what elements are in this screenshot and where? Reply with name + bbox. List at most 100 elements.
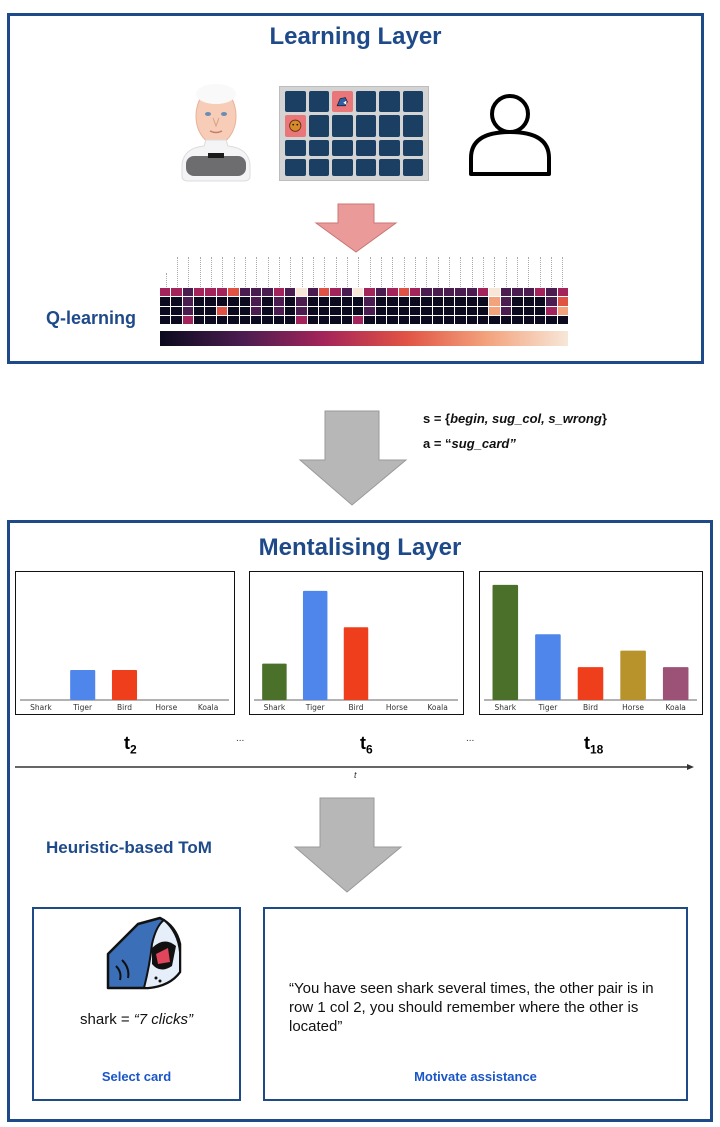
board-card-hidden[interactable]: [308, 91, 329, 113]
board-card-tiger-icon[interactable]: [285, 115, 306, 137]
heatmap-cell: [432, 297, 444, 306]
action-suffix: ”: [509, 436, 516, 451]
board-card-hidden[interactable]: [402, 91, 423, 113]
heatmap-column-header: [460, 257, 462, 287]
heatmap-column-header: [301, 257, 303, 287]
heatmap-cell: [478, 306, 489, 315]
action-prefix: a = “: [423, 436, 452, 451]
heatmap-cell: [262, 306, 273, 315]
heatmap-cell: [160, 315, 171, 324]
heatmap-cell: [523, 297, 534, 306]
heatmap-cell: [557, 297, 568, 306]
timeline-t: t: [124, 733, 130, 753]
state-text: s = {begin, sug_col, s_wrong}: [423, 411, 607, 426]
board-card-hidden[interactable]: [402, 115, 423, 137]
heatmap-cell: [182, 297, 194, 306]
bar-horse: [620, 650, 646, 700]
bar-bird: [111, 670, 138, 700]
heatmap-cell: [444, 306, 455, 315]
heatmap-cell: [478, 288, 489, 297]
heatmap-column-header: [494, 257, 496, 287]
board-card-hidden[interactable]: [355, 139, 376, 157]
heatmap-cell: [489, 288, 500, 297]
heatmap-cell: [432, 306, 444, 315]
board-card-hidden[interactable]: [308, 115, 329, 137]
select-card-panel: shark = “7 clicks” Select card: [32, 907, 241, 1101]
heatmap-cell: [398, 288, 409, 297]
heatmap-cell: [489, 306, 500, 315]
heatmap-cell: [330, 288, 341, 297]
heatmap-column-header: [426, 257, 428, 287]
heatmap-column-header: [403, 257, 405, 287]
heatmap-cell: [273, 315, 284, 324]
board-card-hidden[interactable]: [308, 159, 329, 176]
heatmap-column-header: [335, 257, 337, 287]
board-card-hidden[interactable]: [355, 159, 376, 176]
heatmap-cell: [546, 297, 557, 306]
heatmap-cell: [409, 288, 421, 297]
board-card-hidden[interactable]: [379, 159, 400, 176]
timeline-sub: 18: [590, 742, 604, 757]
heatmap-cell: [375, 288, 387, 297]
board-card-hidden[interactable]: [285, 91, 306, 113]
heatmap-column-headers: [160, 251, 568, 287]
heatmap-column-header: [516, 257, 518, 287]
board-card-hidden[interactable]: [402, 139, 423, 157]
heatmap-column-header: [528, 257, 530, 287]
board-card-hidden[interactable]: [332, 159, 353, 176]
board-card-hidden[interactable]: [285, 139, 306, 157]
heatmap-cell: [194, 297, 205, 306]
heatmap-cell: [250, 288, 262, 297]
heatmap-cell: [353, 315, 364, 324]
heatmap-cell: [500, 315, 512, 324]
board-card-hidden[interactable]: [402, 159, 423, 176]
heatmap-cell: [489, 315, 500, 324]
heatmap-cell: [171, 306, 182, 315]
board-card-hidden[interactable]: [379, 139, 400, 157]
bar-shark: [492, 584, 519, 700]
board-card-hidden[interactable]: [332, 115, 353, 137]
heatmap-cell: [557, 288, 568, 297]
heatmap-cell: [205, 306, 216, 315]
heatmap-column-header: [176, 257, 178, 287]
heatmap-cell: [375, 306, 387, 315]
timeline-sub: 2: [130, 742, 137, 757]
board-card-hidden[interactable]: [332, 139, 353, 157]
category-label-bird: Bird: [349, 703, 364, 712]
heatmap-cell: [432, 288, 444, 297]
heatmap-cell: [296, 297, 307, 306]
learning-layer-panel: Learning Layer Q-learning: [7, 13, 704, 364]
heatmap-cell: [182, 315, 194, 324]
board-card-hidden[interactable]: [379, 91, 400, 113]
timeline-label-t6: t6: [360, 733, 373, 757]
timeline-label-t2: t2: [124, 733, 137, 757]
heatmap-column-header: [437, 257, 439, 287]
heatmap-column-header: [550, 257, 552, 287]
action-value: sug_card: [451, 436, 510, 451]
heatmap-column-header: [539, 257, 541, 287]
heatmap-cell: [194, 288, 205, 297]
board-card-hidden[interactable]: [379, 115, 400, 137]
heatmap-cell: [409, 306, 421, 315]
heatmap-column-header: [505, 257, 507, 287]
heatmap-cell: [273, 288, 284, 297]
timeline-axis: [15, 758, 695, 770]
board-card-hidden[interactable]: [355, 115, 376, 137]
board-card-hidden[interactable]: [308, 139, 329, 157]
board-card-hidden[interactable]: [285, 159, 306, 176]
heatmap-cell: [319, 306, 330, 315]
q-table-heatmap: [148, 251, 568, 351]
heatmap-cell: [296, 306, 307, 315]
heatmap-cell: [262, 297, 273, 306]
bar-bird: [577, 667, 604, 700]
heatmap-cell: [375, 315, 387, 324]
heatmap-cell: [546, 315, 557, 324]
board-card-hidden[interactable]: [355, 91, 376, 113]
category-label-horse: Horse: [386, 703, 408, 712]
heatmap-cell: [444, 297, 455, 306]
timeline-axis-label: t: [354, 770, 357, 780]
heatmap-cell: [171, 288, 182, 297]
heatmap-column-header: [346, 257, 348, 287]
heatmap-cell: [478, 315, 489, 324]
board-card-shark-icon[interactable]: [332, 91, 353, 113]
